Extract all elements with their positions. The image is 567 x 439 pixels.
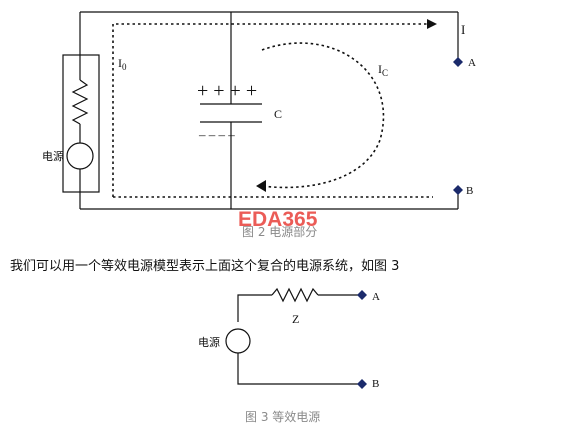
- arrow-ic: [256, 180, 266, 192]
- impedance-zigzag: [271, 287, 319, 303]
- watermark: EDA365: [238, 208, 318, 231]
- current-path-i0: [112, 23, 428, 197]
- label-b-fig3: B: [372, 378, 379, 390]
- figure-3-caption: 图 3 等效电源: [245, 409, 320, 424]
- terminal-b-marker: [453, 185, 463, 195]
- current-path-ic: [261, 42, 385, 189]
- capacitor-positive-charges: + + + +: [197, 80, 257, 102]
- label-ic: IC: [378, 62, 388, 78]
- terminal-a-marker-fig3: [357, 290, 367, 300]
- power-source-box: [62, 54, 100, 193]
- equivalent-source-circle: [225, 328, 251, 354]
- arrow-i0: [427, 19, 437, 29]
- left-wire-lower-fig3: [237, 353, 362, 385]
- figure-2-caption: 图 2 电源部分: [242, 224, 317, 239]
- label-a-fig3: A: [372, 291, 380, 303]
- figure-2: [62, 11, 459, 210]
- label-a: A: [468, 57, 476, 69]
- voltage-source-circle: [66, 142, 94, 170]
- left-wire-upper: [237, 294, 272, 322]
- internal-resistor-zigzag: [71, 79, 89, 125]
- body-sentence: 我们可以用一个等效电源模型表示上面这个复合的电源系统，如图 3: [10, 259, 400, 274]
- figure-3: [225, 287, 362, 385]
- label-b: B: [466, 185, 473, 197]
- label-power-source: 电源: [42, 149, 64, 163]
- capacitor-negative-charges: – – – –: [198, 127, 235, 142]
- label-z: Z: [292, 312, 299, 326]
- label-i0: I0: [118, 56, 127, 72]
- label-capacitor: C: [274, 107, 282, 121]
- label-power-source-fig3: 电源: [198, 335, 220, 349]
- label-total-current: I: [461, 22, 465, 37]
- terminal-a-marker: [453, 57, 463, 67]
- terminal-b-marker-fig3: [357, 379, 367, 389]
